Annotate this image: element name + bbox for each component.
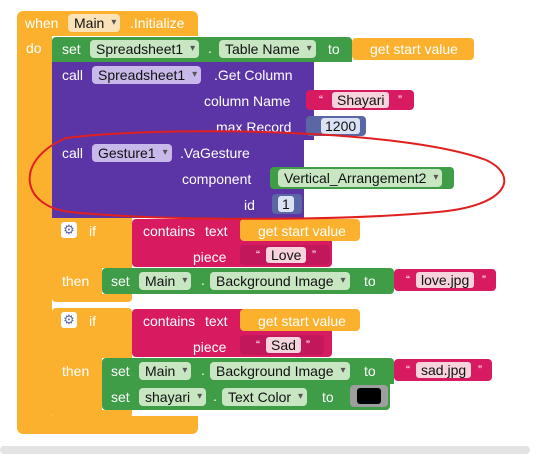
if-block-1-footer xyxy=(52,294,132,302)
column-name-value[interactable]: Shayari xyxy=(332,92,390,108)
text-color-property-dropdown[interactable]: Text Color xyxy=(222,388,308,406)
if-block-2-footer xyxy=(52,410,132,418)
close-quote-img-2: ” xyxy=(478,363,482,377)
sad-image-value[interactable]: sad.jpg xyxy=(416,362,472,378)
va-gesture-block[interactable] xyxy=(52,140,304,218)
to-label-if2: to xyxy=(364,363,376,379)
close-quote-1: ” xyxy=(312,248,316,262)
get-start-value-block[interactable] xyxy=(352,38,474,60)
to-label-color: to xyxy=(322,389,334,405)
va-gesture-method: .VaGesture xyxy=(180,145,250,161)
open-quote-2: “ xyxy=(256,338,260,352)
column-name-label: column Name xyxy=(204,93,291,109)
close-quote-img-1: ” xyxy=(482,273,486,287)
call-label: call xyxy=(62,67,84,83)
id-param-label: id xyxy=(244,197,255,213)
if-block-1-body xyxy=(52,268,102,294)
close-quote-2: ” xyxy=(306,338,310,352)
to-label-if1: to xyxy=(364,273,376,289)
open-quote: “ xyxy=(319,93,323,107)
do-label: do xyxy=(26,40,42,56)
text-label-2: text xyxy=(205,313,228,329)
get-start-value-label-2: get start value xyxy=(258,313,346,329)
open-quote-img-2: “ xyxy=(406,363,410,377)
gear-icon[interactable]: ⚙ xyxy=(61,312,77,328)
piece-label-2: piece xyxy=(193,339,227,355)
then-label-1: then xyxy=(62,273,90,289)
open-quote-img-1: “ xyxy=(406,273,410,287)
max-record-value[interactable]: 1200 xyxy=(321,118,361,134)
event-name: .Initialize xyxy=(130,15,185,31)
vertical-arrangement-dropdown[interactable]: Vertical_Arrangement2 xyxy=(278,169,443,187)
max-record-label: max Record xyxy=(216,119,292,135)
piece-value-1[interactable]: Love xyxy=(266,247,307,263)
table-name-property-dropdown[interactable]: Table Name xyxy=(219,40,316,58)
dot-separator: . xyxy=(208,40,212,56)
shayari-component-dropdown[interactable]: shayari xyxy=(139,388,207,406)
piece-value-2[interactable]: Sad xyxy=(266,337,301,353)
get-start-value-block-1[interactable] xyxy=(240,219,360,241)
if-block-2-body xyxy=(52,358,102,410)
main-component-dropdown-1[interactable]: Main xyxy=(139,272,192,290)
gear-icon[interactable]: ⚙ xyxy=(61,222,77,238)
id-value[interactable]: 1 xyxy=(278,196,294,212)
component-param-label: component xyxy=(182,171,252,187)
dot-separator-1: . xyxy=(201,272,205,288)
get-start-value-label-1: get start value xyxy=(258,223,346,239)
set-label-if2: set xyxy=(111,363,130,379)
then-label-2: then xyxy=(62,363,90,379)
text-label-1: text xyxy=(205,223,228,239)
if-label-1: if xyxy=(89,223,96,239)
love-image-value[interactable]: love.jpg xyxy=(416,272,475,288)
dot-separator-3: . xyxy=(213,388,217,404)
event-block-footer xyxy=(17,416,198,434)
if-label-2: if xyxy=(89,313,96,329)
spreadsheet-call-dropdown[interactable]: Spreadsheet1 xyxy=(92,66,202,84)
set-label: set xyxy=(62,41,81,57)
event-block-body xyxy=(17,36,52,428)
dot-separator-2: . xyxy=(201,362,205,378)
event-component-dropdown[interactable]: Main xyxy=(68,14,121,32)
set-label-color: set xyxy=(111,389,130,405)
close-quote: ” xyxy=(398,93,402,107)
get-start-value-block-2[interactable] xyxy=(240,309,360,331)
black-color-swatch[interactable] xyxy=(357,388,381,404)
open-quote-1: “ xyxy=(256,248,260,262)
background-image-dropdown-1[interactable]: Background Image xyxy=(210,272,350,290)
gesture-component-dropdown[interactable]: Gesture1 xyxy=(92,144,172,162)
horizontal-scrollbar[interactable] xyxy=(0,446,530,454)
set-label-if1: set xyxy=(111,273,130,289)
call-label-2: call xyxy=(62,145,84,161)
when-label: when xyxy=(25,15,59,31)
contains-label-2: contains xyxy=(143,313,196,329)
to-label: to xyxy=(328,41,340,57)
piece-label-1: piece xyxy=(193,249,227,265)
get-start-value-label: get start value xyxy=(370,41,458,57)
spreadsheet-component-dropdown[interactable]: Spreadsheet1 xyxy=(90,40,200,58)
background-image-dropdown-2[interactable]: Background Image xyxy=(210,362,350,380)
main-component-dropdown-2[interactable]: Main xyxy=(139,362,192,380)
get-column-method: .Get Column xyxy=(214,67,293,83)
contains-label-1: contains xyxy=(143,223,196,239)
